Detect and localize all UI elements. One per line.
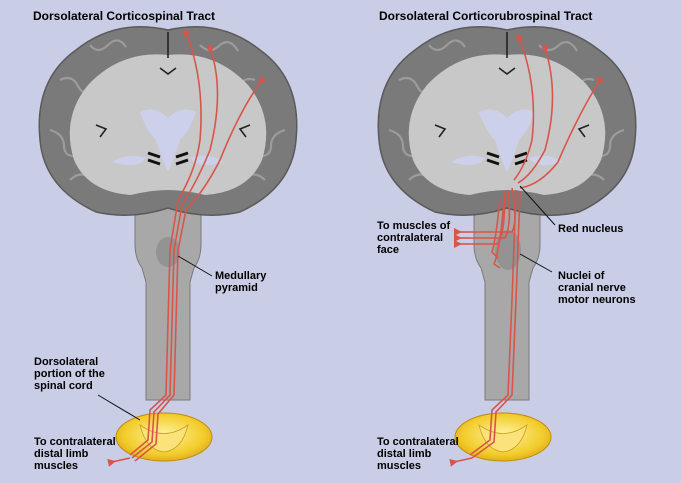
label-line: Red nucleus <box>558 223 624 235</box>
label-line: contralateral <box>377 232 444 244</box>
corticorubrospinal-tract <box>469 37 601 459</box>
left-title: Dorsolateral Corticospinal Tract <box>33 9 216 23</box>
label-line: Medullary <box>215 270 267 282</box>
label-line: face <box>377 244 400 256</box>
cortex-neuron-dots <box>183 30 265 83</box>
label-line: To contralateral <box>34 436 116 448</box>
label-red-nucleus: Red nucleus <box>558 223 623 235</box>
label-line: muscles <box>377 460 422 472</box>
lateral-ventricles <box>140 109 196 172</box>
lateral-fissure-left-r <box>451 155 485 166</box>
label-line: distal limb <box>34 448 89 460</box>
pointer-lines-right <box>519 185 556 273</box>
label-dorsolateral-spinal: Dorsolateral portion of the spinal cord <box>34 356 105 392</box>
label-line: pyramid <box>215 282 258 294</box>
label-line: distal limb <box>377 448 432 460</box>
brainstem-right <box>473 199 541 401</box>
left-panel <box>38 25 298 467</box>
right-panel <box>377 25 637 467</box>
label-line: To contralateral <box>377 436 459 448</box>
right-title: Dorsolateral Corticorubrospinal Tract <box>379 9 593 23</box>
lateral-fissure-left <box>112 155 146 166</box>
label-line: spinal cord <box>34 380 93 392</box>
medullary-pyramid <box>156 237 180 267</box>
label-line: muscles <box>34 460 79 472</box>
label-line: portion of the <box>34 368 105 380</box>
label-medullary-pyramid: Medullary pyramid <box>215 270 266 294</box>
sulci <box>95 32 251 138</box>
label-contralateral-face: To muscles of contralateral face <box>377 220 450 256</box>
distal-limb-arrow-right <box>449 457 473 467</box>
label-line: motor neurons <box>558 294 636 306</box>
label-line: cranial nerve <box>558 282 626 294</box>
label-line: To muscles of <box>377 220 451 232</box>
lateral-fissure-right <box>190 155 224 166</box>
face-arrows <box>454 228 470 248</box>
label-line: Dorsolateral <box>34 356 99 368</box>
internal-capsule-marks <box>147 151 189 166</box>
cortex-neuron-dots-right <box>516 35 603 83</box>
pointer-lines <box>97 255 213 421</box>
corticospinal-tract <box>129 32 263 462</box>
label-distal-limb-right: To contralateral distal limb muscles <box>377 436 459 472</box>
lateral-ventricles-right <box>479 109 535 172</box>
label-line: Nuclei of <box>558 270 605 282</box>
distal-limb-arrow <box>107 457 131 467</box>
sulci-right <box>434 32 590 138</box>
label-cranial-nerve-nuclei: Nuclei of cranial nerve motor neurons <box>558 270 636 306</box>
label-distal-limb-left: To contralateral distal limb muscles <box>34 436 116 472</box>
